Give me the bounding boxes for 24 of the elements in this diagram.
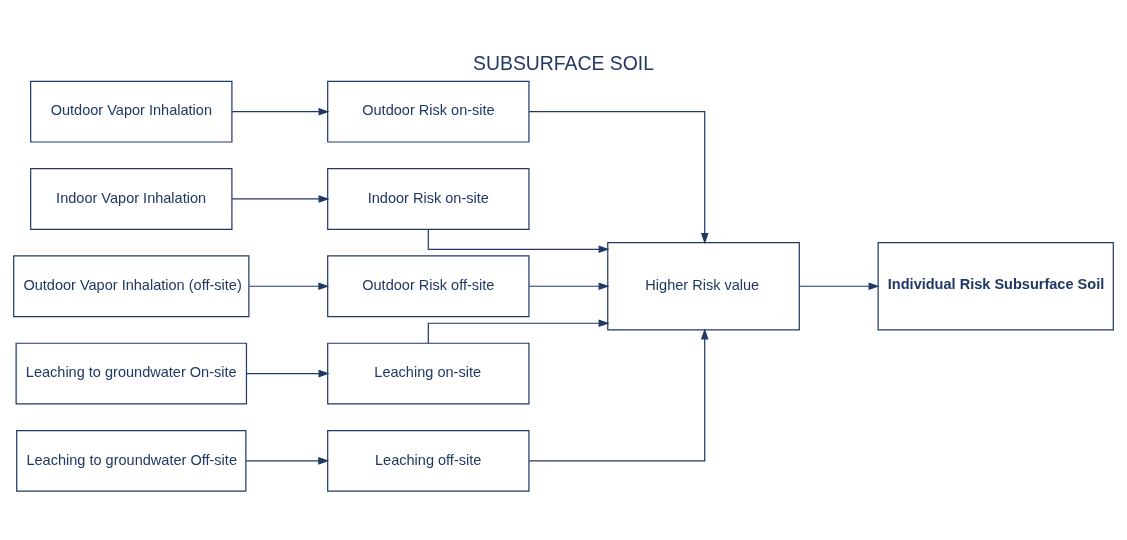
arrow [528,281,610,290]
arrow [799,281,880,290]
node-box: Leaching to groundwater On-site [15,342,248,404]
node-box: Individual Risk Subsurface Soil [877,241,1114,330]
node-box: Leaching off-site [327,429,530,492]
node-box: Outdoor Risk off-site [327,254,530,317]
arrow [528,328,709,461]
node-box: Leaching on-site [327,342,530,404]
arrow [427,318,610,344]
node-box: Outdoor Risk on-site [327,80,530,143]
node-box: Higher Risk value [607,241,800,330]
node-box: Indoor Vapor Inhalation [30,167,233,230]
arrow [245,456,330,465]
node-box: Outdoor Vapor Inhalation (off-site) [13,254,250,317]
arrow [528,110,709,244]
node-box: Leaching to groundwater Off-site [16,429,247,492]
diagram-title: SUBSURFACE SOIL [473,51,654,74]
arrow [245,369,330,377]
arrow [231,107,330,115]
node-box: Indoor Risk on-site [327,167,530,230]
arrow [427,228,610,253]
arrow [231,194,330,203]
node-box: Outdoor Vapor Inhalation [30,80,233,143]
arrow [248,281,330,290]
